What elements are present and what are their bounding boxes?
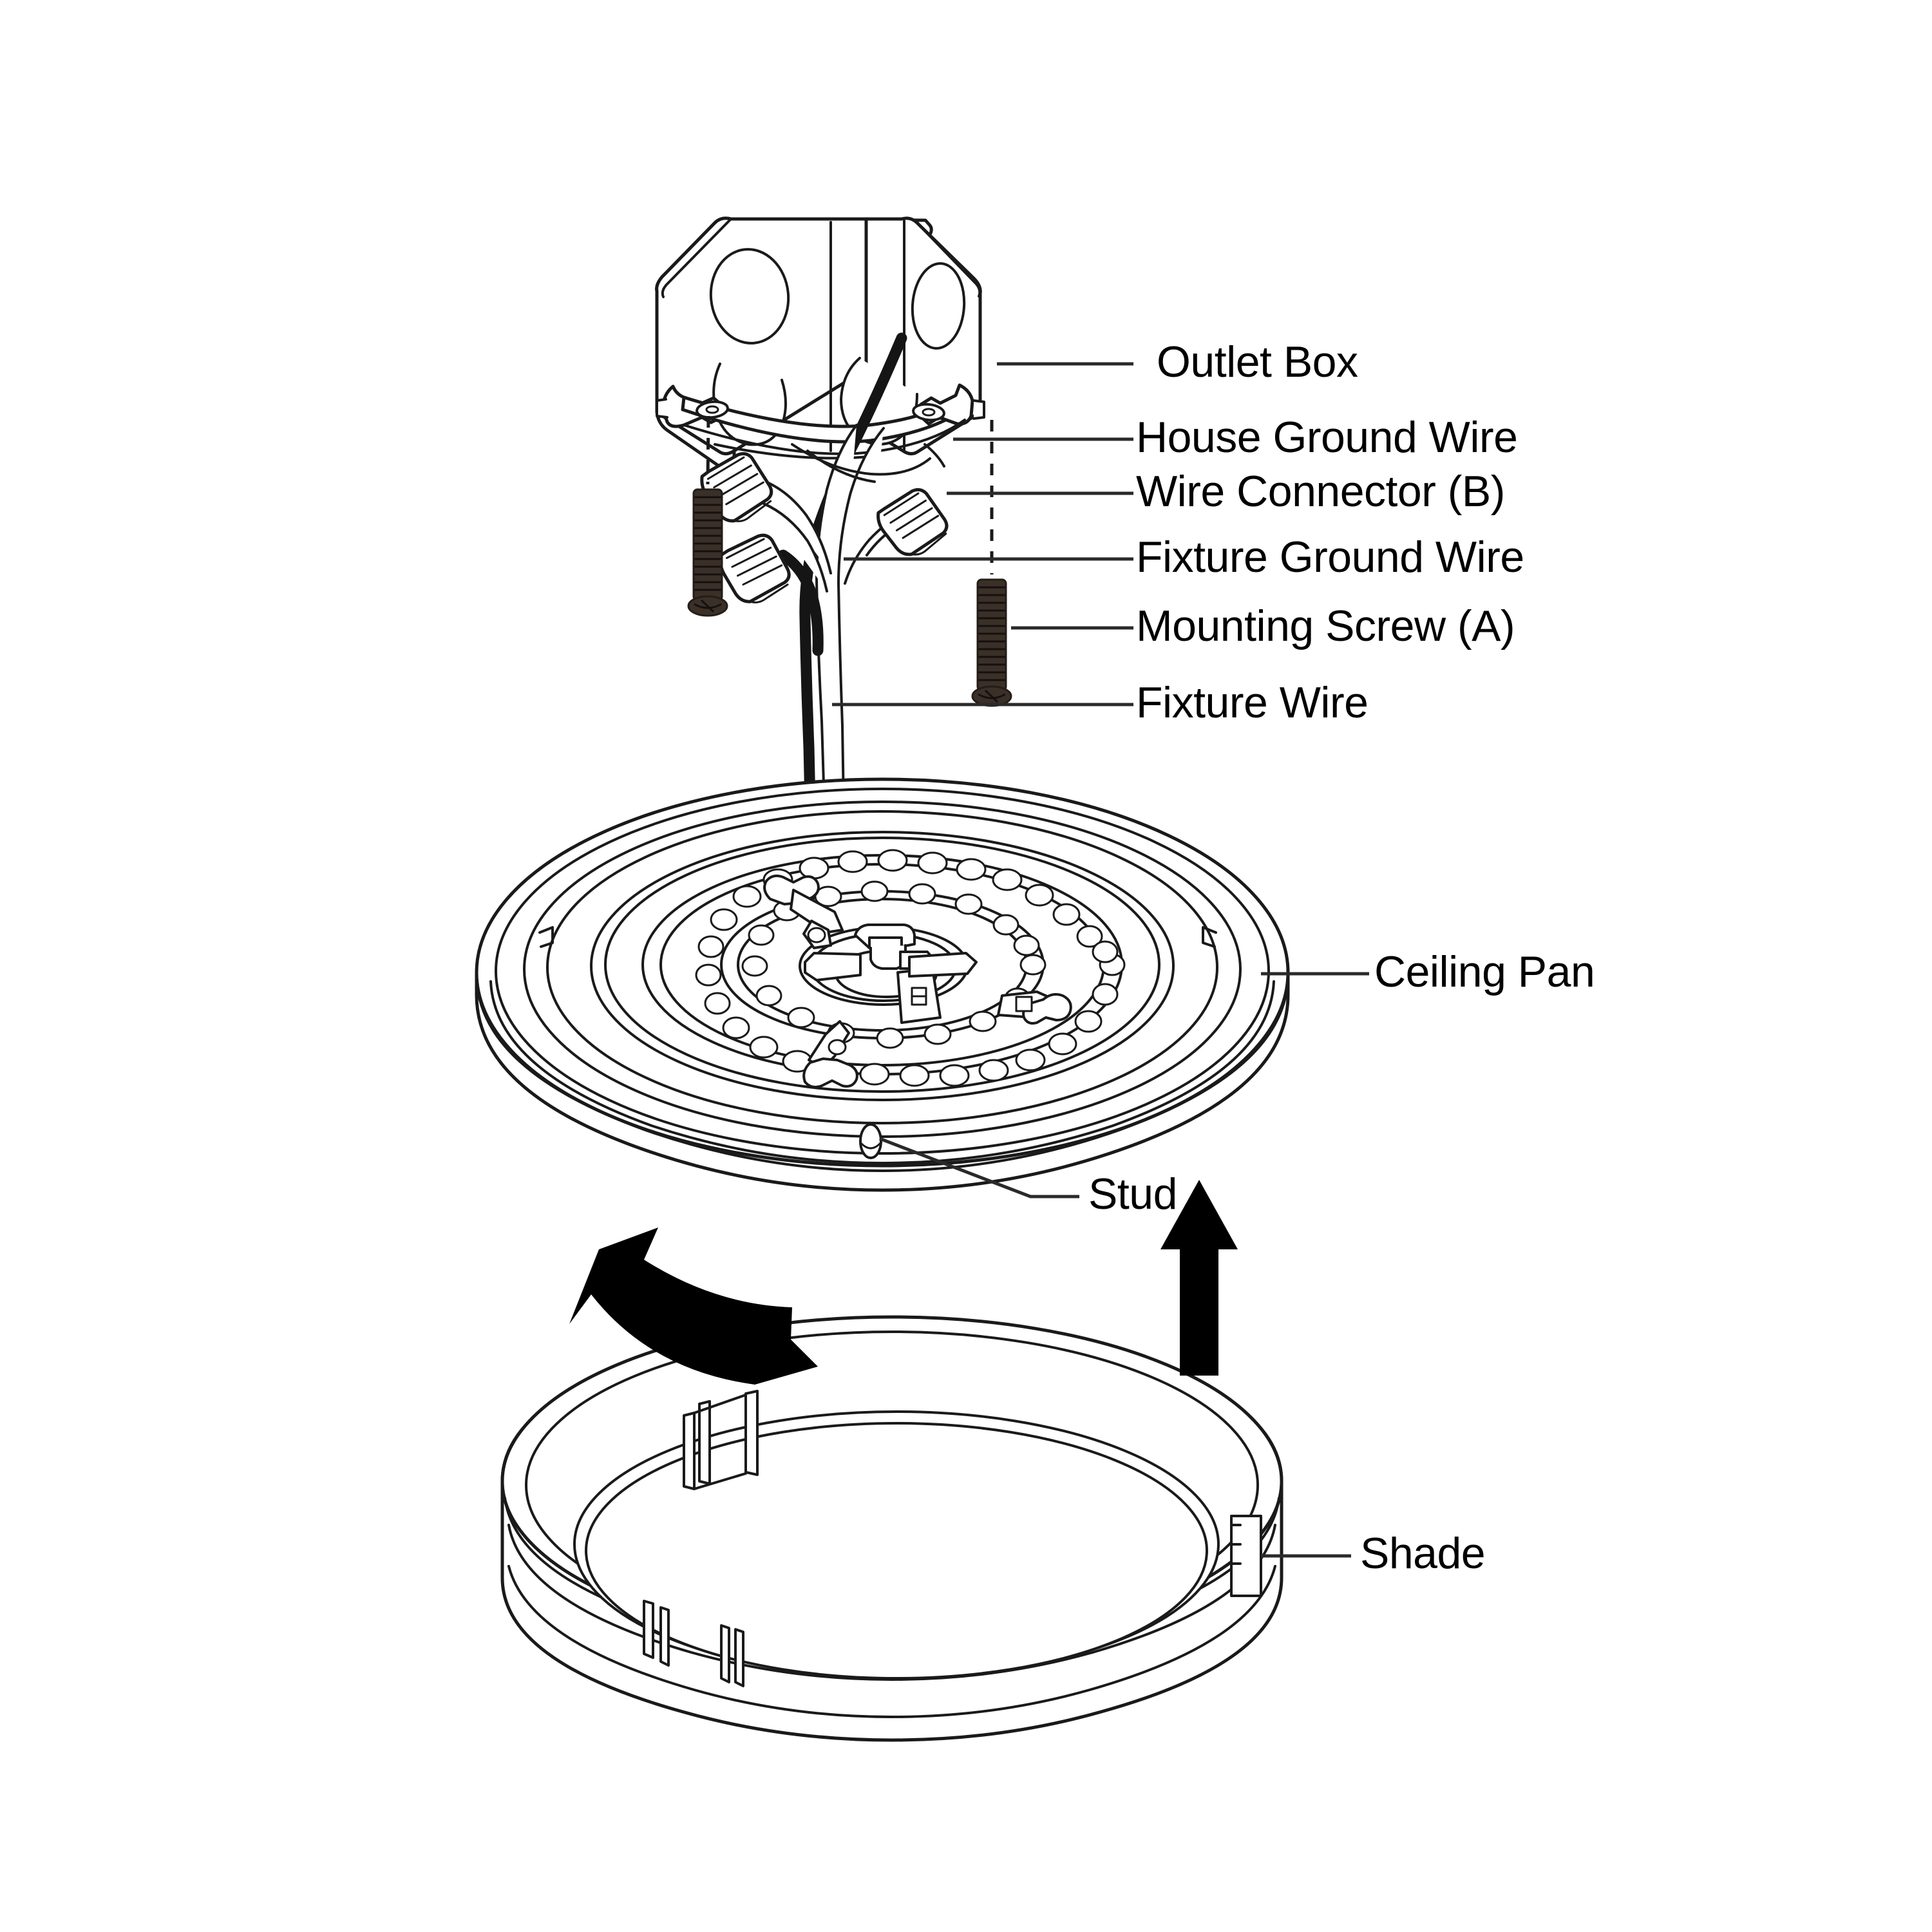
- shade-bracket-lower: [643, 1600, 744, 1687]
- rotate-arrow: [569, 1227, 818, 1385]
- label-outlet-box: Outlet Box: [1157, 337, 1358, 386]
- lift-arrow: [1160, 1180, 1238, 1376]
- mounting-screw-left: [687, 488, 728, 617]
- label-fixture-wire: Fixture Wire: [1136, 678, 1368, 727]
- wire-bundle: [700, 332, 949, 811]
- stud-bump: [859, 1123, 882, 1159]
- leader-lines: [832, 362, 1369, 1558]
- mounting-screw-right: [971, 578, 1012, 707]
- leader-stud: [879, 1137, 1079, 1198]
- pan-mounting-clip-2: [997, 990, 1072, 1025]
- label-house-ground-wire: House Ground Wire: [1136, 413, 1518, 462]
- label-fixture-ground-wire: Fixture Ground Wire: [1136, 533, 1524, 582]
- label-shade: Shade: [1360, 1529, 1486, 1578]
- shade-assembly: [500, 1315, 1283, 1742]
- wire-connector-icon-3: [876, 488, 949, 556]
- pan-mounting-clip-3: [802, 1020, 858, 1088]
- label-ceiling-pan: Ceiling Pan: [1374, 947, 1595, 996]
- led-ring-outer: [695, 849, 1126, 1087]
- label-mounting-screw-a: Mounting Screw (A): [1136, 601, 1515, 650]
- label-stud: Stud: [1088, 1170, 1177, 1218]
- label-wire-connector-b: Wire Connector (B): [1136, 467, 1505, 516]
- wire-connector-icon-2: [719, 533, 791, 603]
- outlet-box-assembly: [655, 216, 985, 478]
- shade-bracket-upper: [683, 1390, 759, 1490]
- pan-mounting-clip-1: [763, 875, 844, 949]
- ceiling-pan-assembly: [475, 777, 1290, 1192]
